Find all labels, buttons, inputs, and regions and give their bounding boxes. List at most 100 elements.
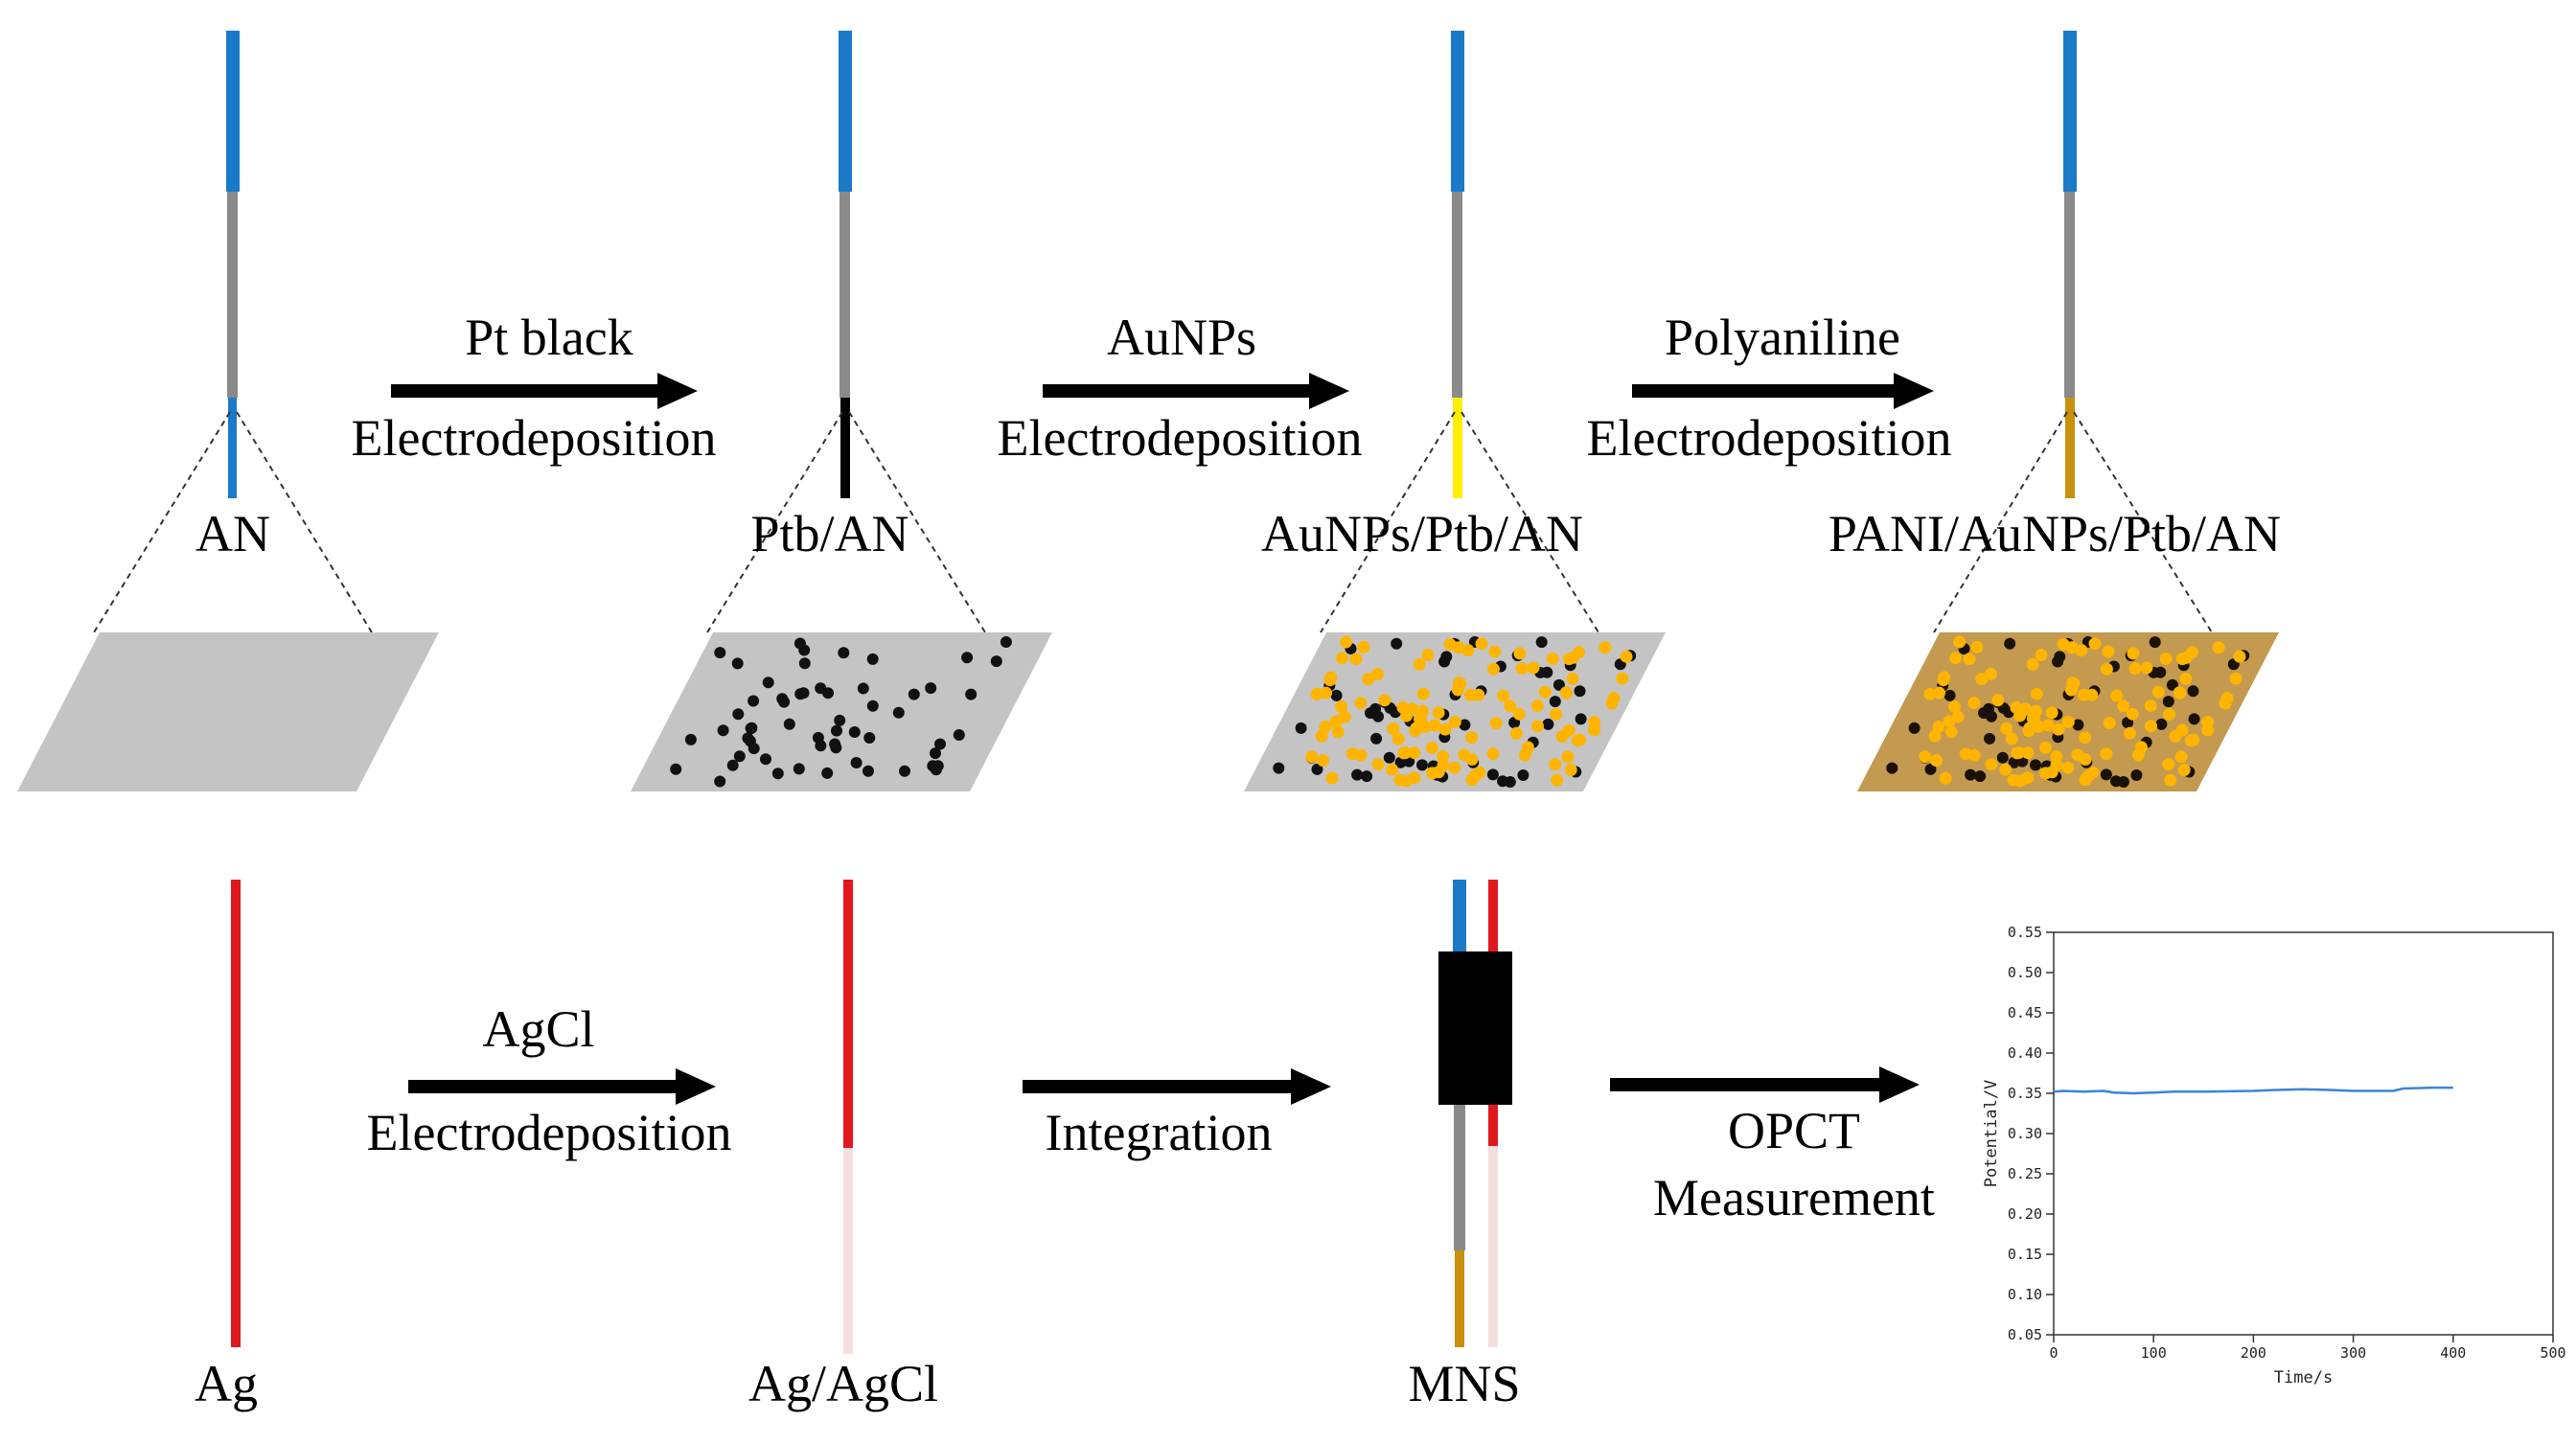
surface-particle (1598, 641, 1612, 654)
surface-particle (2029, 704, 2042, 718)
surface-particle (1928, 729, 1942, 743)
surface-particle (2045, 706, 2058, 720)
y-axis-label: Potential/V (1982, 1080, 2001, 1188)
surface-particle (1408, 746, 1421, 760)
x-tick-label: 200 (2241, 1344, 2266, 1362)
label-an: AN (196, 505, 270, 562)
pt-black-particles (670, 636, 1012, 788)
chart-frame (2053, 931, 2554, 1336)
surface-particle (1488, 645, 1502, 658)
surface-particle (1546, 653, 1559, 665)
surface-particle (776, 693, 789, 705)
surface-particle (1465, 731, 1479, 745)
surface-particle (848, 726, 861, 738)
surface-an (17, 632, 439, 791)
label-ptb-an: Ptb/AN (750, 505, 908, 562)
surface-particle (1953, 635, 1966, 649)
surface-particle (1923, 687, 1937, 700)
surface-particle (2021, 746, 2035, 760)
pani-coated-particles (1886, 635, 2250, 788)
surface-particle (866, 699, 879, 712)
surface-particle (1561, 750, 1575, 764)
label-aunps-ptb-an: AuNPs/Ptb/AN (1261, 505, 1583, 562)
surface-particle (1549, 696, 1561, 708)
surface-particle (1933, 686, 1945, 699)
surface-particle (2013, 774, 2027, 788)
surface-particle (2102, 645, 2115, 658)
surface-particle (1497, 689, 1510, 702)
surface-particle (1463, 688, 1477, 701)
surface-particle (2117, 699, 2130, 713)
surface-particle (2000, 722, 2013, 735)
surface-particle (1549, 758, 1562, 771)
surface-particle (2162, 758, 2175, 771)
surface-particle (1305, 750, 1319, 764)
surface-particle (965, 688, 978, 700)
surface-particle (1541, 666, 1553, 678)
surface-particle (831, 724, 842, 737)
surface-particle (821, 767, 834, 779)
surface-particle (733, 750, 746, 763)
surface-particle (742, 732, 754, 745)
surface-particle (1573, 646, 1586, 659)
surface-particle (1999, 763, 2012, 776)
surface-particle (1975, 673, 1989, 686)
surface-particle (866, 653, 879, 665)
step-polyaniline-line2: Electrodeposition (1587, 409, 1952, 467)
surface-particle (2131, 748, 2145, 762)
surface-particle (2072, 719, 2084, 731)
surface-particle (2220, 692, 2234, 704)
step-pt-black-line2: Electrodeposition (352, 409, 717, 467)
surface-particle (1552, 678, 1565, 691)
surface-particle (1620, 650, 1633, 663)
surface-particle (930, 747, 941, 760)
surface-particle (1538, 685, 1552, 699)
potential-series-line (2053, 1086, 2453, 1095)
surface-particle (1416, 687, 1430, 700)
surface-particle (2100, 768, 2112, 781)
surface-particle (1448, 761, 1461, 774)
surface-particle (2163, 707, 2176, 721)
surface-particle (1937, 674, 1950, 687)
surface-particle (2179, 672, 2193, 685)
surface-particle (2030, 759, 2041, 771)
surface-particle (2175, 723, 2189, 737)
surface-particle (2164, 773, 2177, 787)
surface-particle (1273, 762, 1285, 774)
mns-housing (1438, 951, 1512, 1105)
electrode-an (226, 31, 240, 498)
surface-particle (2110, 775, 2122, 788)
surface-particle (1400, 774, 1414, 788)
surface-particle (953, 729, 965, 741)
surface-particle (771, 768, 784, 780)
label-mns: MNS (1408, 1355, 1520, 1412)
surface-particle (1386, 763, 1399, 776)
surface-particle (732, 708, 745, 721)
surface-particle (1361, 770, 1373, 783)
surface-particle (2123, 726, 2136, 740)
step-polyaniline-line1: Polyaniline (1665, 309, 1900, 366)
surface-particle (815, 740, 827, 752)
x-axis-label: Time/s (2274, 1368, 2333, 1387)
surface-particle (2082, 768, 2095, 782)
surface-particle (1996, 751, 2009, 764)
x-tick-label: 0 (2049, 1344, 2058, 1362)
surface-particle (1530, 699, 1544, 712)
surface-particle (1504, 699, 1517, 713)
surface-particle (1310, 687, 1323, 700)
electrode-pani-aunps-ptb-an (2063, 31, 2077, 498)
mns-sensor (1438, 880, 1512, 1347)
surface-particle (1335, 699, 1348, 713)
surface-particle (1409, 724, 1422, 738)
surface-particle (2067, 676, 2081, 690)
surface-particle (815, 682, 827, 695)
label-ag-agcl: Ag/AgCl (748, 1355, 938, 1412)
surface-particle (2035, 649, 2048, 661)
surface-particle (2212, 641, 2225, 654)
y-tick-label: 0.10 (2008, 1286, 2042, 1303)
surface-particle (1562, 653, 1576, 666)
surface-particle (1566, 672, 1579, 685)
surface-particle (2128, 662, 2142, 676)
surface-particle (838, 647, 850, 659)
surface-particle (1564, 764, 1577, 776)
